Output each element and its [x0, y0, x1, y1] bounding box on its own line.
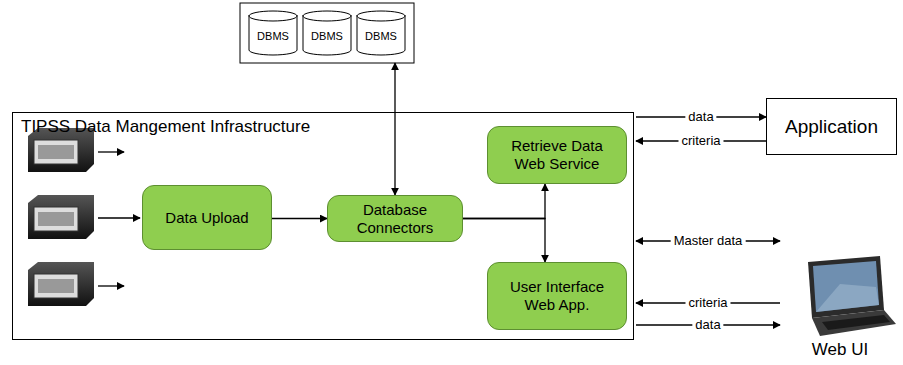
node-label: Web UI	[780, 340, 900, 360]
connector-arrow	[636, 116, 766, 117]
data-logger-devices	[28, 128, 140, 306]
dbms-group-box	[240, 3, 414, 63]
laptop-picture	[780, 232, 900, 340]
database-cylinder: DBMS	[248, 10, 298, 56]
edge-label: data	[692, 318, 723, 332]
edge-label: criteria	[685, 296, 730, 310]
database-cylinder: DBMS	[302, 10, 352, 56]
database-cylinder: DBMS	[356, 10, 406, 56]
node-label: DBMS	[257, 30, 289, 42]
node-label: Database Connectors	[336, 201, 454, 237]
node-label: DBMS	[365, 30, 397, 42]
edge-label: Master data	[671, 234, 746, 248]
connector-arrow	[272, 218, 327, 219]
process-box: User Interface Web App.	[487, 262, 627, 330]
process-box: Data Upload	[142, 185, 272, 250]
node-label: DBMS	[311, 30, 343, 42]
node-label: Data Upload	[165, 209, 248, 227]
process-box: Retrieve Data Web Service	[487, 126, 627, 184]
infrastructure-container: TIPSS Data Mangement InfrastructureData …	[12, 112, 634, 340]
edge-label: criteria	[678, 134, 723, 148]
connector-arrow	[636, 324, 780, 325]
connector-arrow	[636, 140, 766, 141]
process-box: Database Connectors	[327, 195, 463, 242]
node-label: Application	[785, 116, 878, 138]
node-label: Retrieve Data Web Service	[496, 137, 618, 173]
application-box: Application	[766, 98, 897, 155]
connector-arrow	[463, 184, 545, 219]
node-label: User Interface Web App.	[496, 278, 618, 314]
connector-arrow	[394, 63, 395, 195]
container-title: TIPSS Data Mangement Infrastructure	[21, 117, 310, 137]
connector-arrow	[636, 240, 780, 241]
connector-arrow	[636, 302, 780, 303]
edge-label: data	[685, 110, 716, 124]
web-ui-laptop: Web UI	[780, 232, 900, 362]
connector-arrow	[463, 219, 545, 263]
